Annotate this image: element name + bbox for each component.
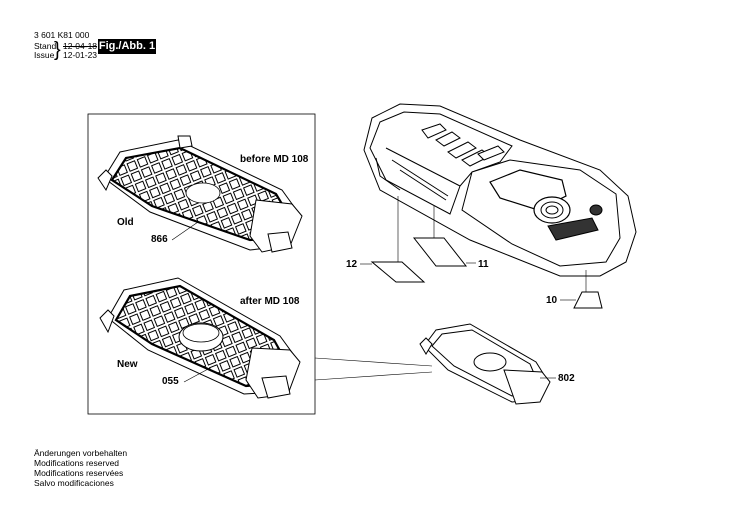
- callout-10: 10: [546, 295, 558, 306]
- callout-12: 12: [346, 259, 358, 270]
- label-strip-12: [370, 261, 426, 283]
- inset-frame: [87, 113, 316, 415]
- detector-device: [363, 103, 637, 277]
- leader-inset-top: [314, 357, 433, 367]
- replacement-cover: [419, 323, 551, 405]
- footer-line-fr: Modifications reservées: [34, 468, 124, 478]
- stand-date: 12-04-18: [63, 41, 98, 51]
- pointer-055: [183, 367, 211, 383]
- brace-glyph: }: [54, 39, 61, 61]
- callout-802: 802: [558, 373, 575, 384]
- footer-line-es: Salvo modificaciones: [34, 478, 114, 488]
- before-md108-label: before MD 108: [240, 154, 309, 165]
- old-part-number: 866: [151, 234, 168, 245]
- leader-inset-bottom: [314, 371, 433, 381]
- old-label: Old: [117, 217, 134, 228]
- new-cover: [99, 277, 301, 399]
- callout-11: 11: [478, 259, 489, 270]
- new-label: New: [117, 359, 138, 370]
- footer-line-en: Modifications reserved: [34, 458, 120, 468]
- part-number: 3 601 K81 000: [34, 30, 90, 40]
- footer-line-de: Änderungen vorbehalten: [34, 448, 128, 458]
- stand-label: Stand: [34, 41, 57, 51]
- issue-date: 12-01-23: [63, 50, 98, 60]
- label-strip-11: [412, 237, 468, 267]
- old-cover: [97, 135, 303, 253]
- label-10: [573, 291, 603, 309]
- new-part-number: 055: [162, 376, 179, 387]
- after-md108-label: after MD 108: [240, 296, 300, 307]
- figure-label: Fig./Abb. 1: [98, 39, 156, 54]
- issue-label: Issue: [34, 50, 55, 60]
- pointer-866: [171, 221, 199, 241]
